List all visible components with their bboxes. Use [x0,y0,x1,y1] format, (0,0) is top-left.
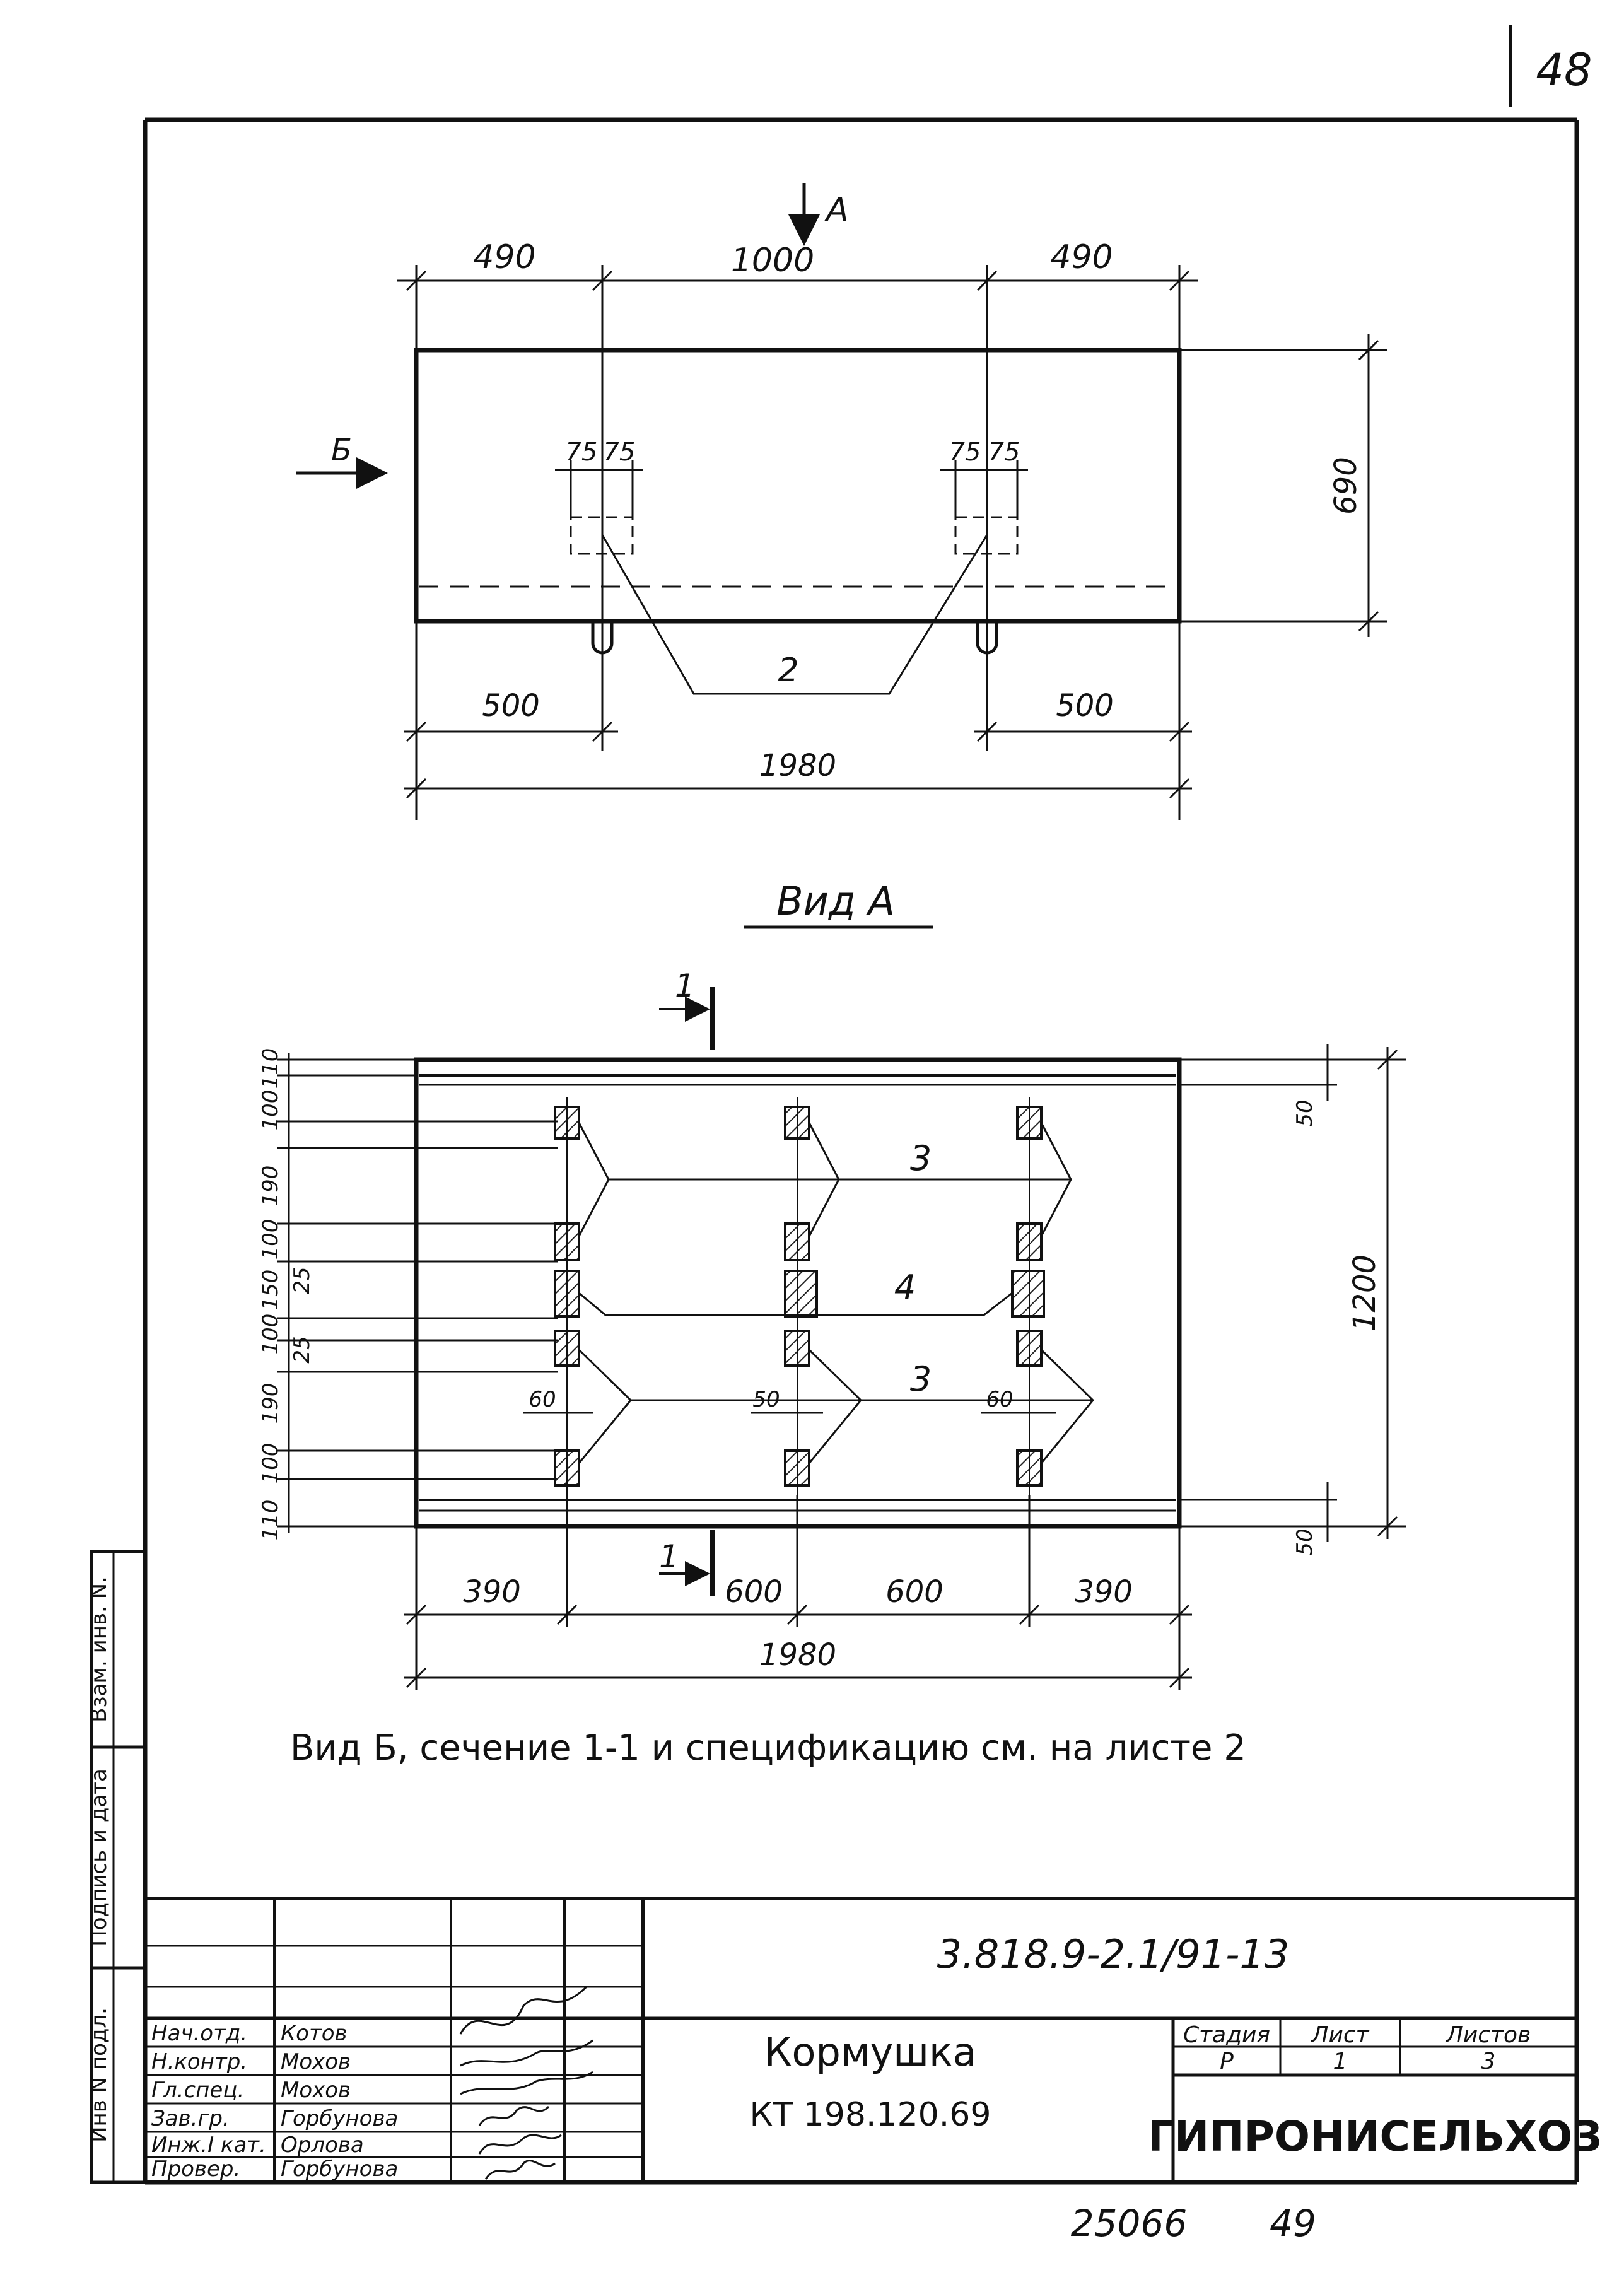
role-person: Мохов [281,2078,351,2103]
callout-2: 2 [778,652,798,689]
leader-3-top [578,1122,610,1237]
dim-top-right: 490 [1050,238,1113,276]
callout-3-top: 3 [910,1138,932,1178]
dim-60-left: 60 [529,1387,556,1412]
dim-total-top: 1980 [759,748,836,783]
view-arrow-a: A [788,183,849,246]
stamp-original-inv: Инв N подл. [86,2008,112,2143]
product-name: Кормушка [764,2029,977,2075]
organization: ГИПРОНИСЕЛЬХОЗ [1148,2112,1602,2161]
lifting-loop-right [976,621,998,655]
svg-text:48: 48 [1536,44,1592,96]
side-stamp [90,1550,147,2184]
lifting-loop-left [591,621,614,655]
dim-top-left: 490 [473,238,535,276]
dim-500-left: 500 [482,688,540,723]
signatures [459,1986,593,2180]
footer-number: 25066 [1071,2202,1188,2245]
dim-600-left: 600 [725,1574,783,1610]
dim-height-1200: 1200 [1347,1255,1382,1331]
stamp-replacement-inv: Взам. инв. N. [86,1576,112,1723]
sheets-value: 3 [1481,2049,1496,2074]
left-dim-190-b: 190 [258,1383,283,1424]
callout-4: 4 [894,1268,916,1307]
svg-text:Б: Б [331,433,352,468]
dim-50-bottom: 50 [1292,1528,1317,1555]
top-dimension-chain [397,270,1198,291]
role-label: Зав.гр. [151,2106,230,2131]
callout-3-bottom: 3 [910,1359,932,1399]
leader-4-right [814,1292,1013,1316]
drawing-frame [143,117,1579,2185]
inner-dim-25-a: 25 [289,1266,315,1294]
hidden-post-left [570,516,634,555]
dim-75-c: 75 [949,438,981,467]
left-dim-100-c: 100 [258,1314,283,1355]
dim-500-right: 500 [1056,688,1114,723]
role-person: Мохов [281,2049,351,2074]
designation: 3.818.9-2.1/91-13 [937,1931,1290,1977]
dim-60-right: 60 [986,1387,1013,1412]
dim-top-middle: 1000 [731,242,814,279]
left-dim-110-top: 110 [258,1048,283,1089]
dim-75-a: 75 [566,438,598,467]
stage-header: Стадия [1183,2022,1270,2048]
hidden-post-right [954,516,1019,555]
leader-2 [601,534,988,695]
stage-value: Р [1220,2049,1234,2074]
dim-600-right: 600 [885,1574,943,1610]
dim-height-690: 690 [1328,457,1364,515]
feeder-body-plan [414,348,1182,624]
dim-50-top: 50 [1292,1099,1317,1126]
leader-3-bottom-right [1040,1348,1095,1464]
left-dim-100-b: 100 [258,1219,283,1260]
role-label: Провер. [151,2156,240,2182]
role-person: Горбунова [281,2106,398,2131]
sheets-header: Листов [1445,2022,1531,2048]
footer-page: 49 [1270,2202,1316,2245]
leader-4 [578,1292,814,1316]
role-person: Котов [281,2021,348,2046]
view-arrow-b: Б [296,433,388,489]
left-dim-110-bottom: 110 [258,1500,283,1541]
left-dim-150: 150 [258,1270,283,1311]
leader-3-bottom-mid [808,1348,863,1464]
dim-75-b: 75 [604,438,636,467]
role-label: Нач.отд. [151,2021,247,2046]
drawing-note: Вид Б, сечение 1-1 и спецификацию см. на… [290,1728,1246,1769]
view-a: Вид А 1 1 [258,878,1406,1690]
stamp-signature-date: Подпись и дата [86,1769,112,1946]
left-dim-100-d: 100 [258,1443,283,1484]
svg-text:A: A [824,191,849,229]
role-label: Гл.спец. [151,2078,244,2103]
section-mark-top: 1 [659,968,715,1050]
dim-50-mid: 50 [752,1387,780,1412]
inner-dim-25-b: 25 [289,1336,315,1363]
page-number: 48 [1509,25,1592,107]
view-a-title: Вид А [776,878,895,924]
dim-total-view-a: 1980 [759,1637,836,1673]
sheet-header: Лист [1310,2022,1369,2048]
dim-75-d: 75 [988,438,1020,467]
top-view: 490 1000 490 A Б 75 75 75 75 [296,183,1387,820]
role-label: Инж.I кат. [151,2132,266,2158]
dim-390-right: 390 [1075,1574,1133,1610]
sheet-value: 1 [1333,2049,1348,2074]
section-mark-bottom: 1 [659,1530,715,1596]
left-dim-100-a: 100 [258,1090,283,1131]
role-person: Горбунова [281,2156,398,2182]
board [784,1270,818,1318]
role-label: Н.контр. [151,2049,247,2074]
svg-text:1: 1 [675,968,695,1004]
title-block [145,1897,1577,2182]
svg-text:1: 1 [659,1538,679,1575]
product-code: КТ 198.120.69 [750,2096,991,2134]
leader-3-bottom [578,1348,633,1464]
left-dim-190-a: 190 [258,1166,283,1207]
dim-390-left: 390 [463,1574,521,1610]
role-person: Орлова [281,2132,364,2158]
board [1011,1270,1045,1318]
